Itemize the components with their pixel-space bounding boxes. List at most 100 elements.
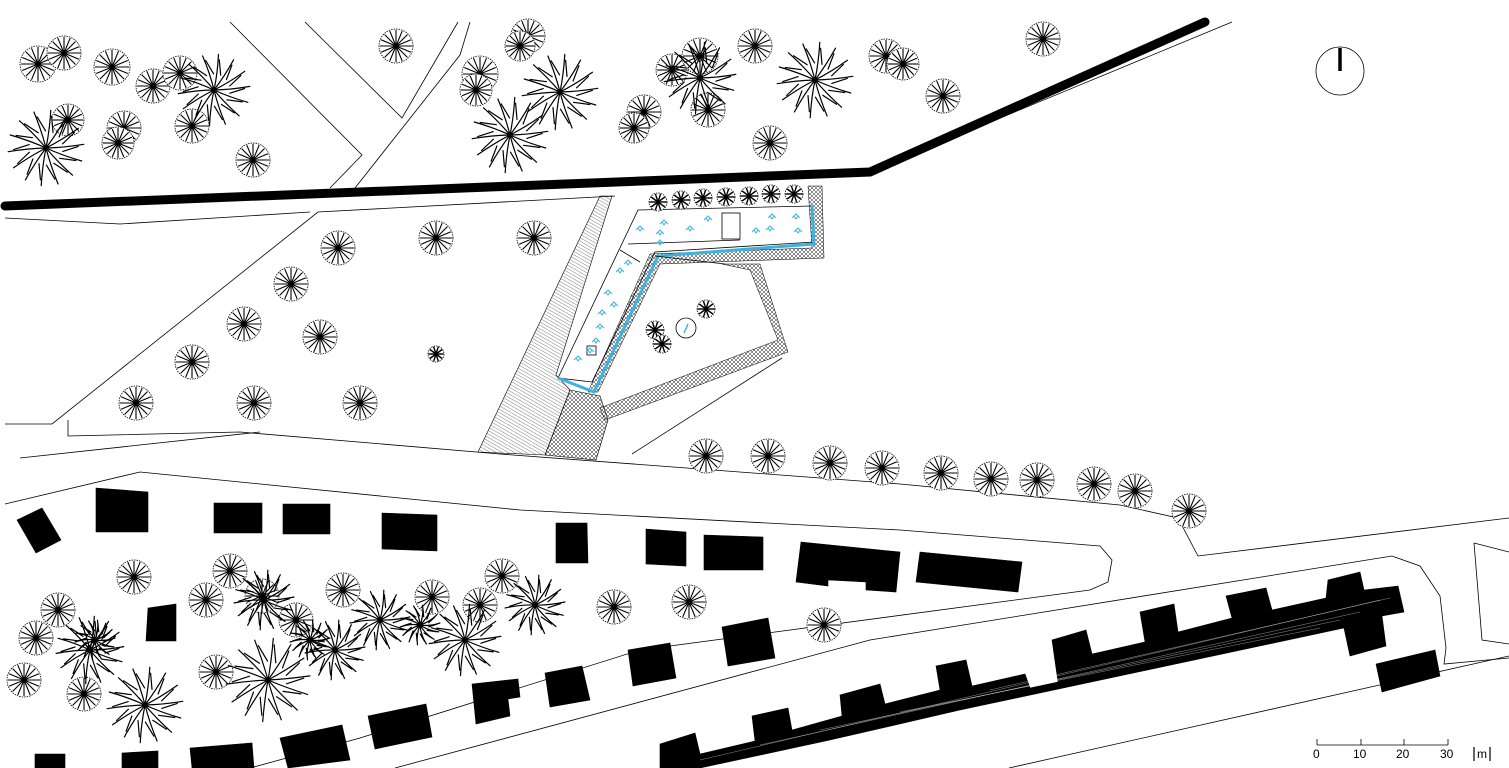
radial-tree-icon: [1019, 462, 1055, 498]
radial-tree-icon: [116, 559, 152, 595]
radial-tree-icon: [516, 220, 552, 256]
radial-tree-icon: [6, 662, 42, 698]
branching-tree-icon: [55, 615, 125, 685]
plant-tuft-icon: [751, 227, 761, 234]
radial-tree-icon: [278, 602, 314, 638]
branching-tree-icon: [304, 619, 366, 681]
radial-tree-icon: [302, 319, 338, 355]
radial-tree-icon: [273, 266, 309, 302]
radial-tree-icon: [784, 184, 804, 204]
radial-tree-icon: [320, 230, 356, 266]
branching-trees: [7, 41, 854, 744]
branching-tree-icon: [74, 619, 116, 661]
radial-tree-icon: [1076, 466, 1112, 502]
plant-tuft-icon: [635, 225, 645, 232]
branching-tree-icon: [663, 41, 737, 115]
radial-tree-icon: [325, 572, 361, 608]
radial-tree-icon: [40, 592, 76, 628]
branching-tree-icon: [225, 637, 311, 723]
radial-tree-icon: [427, 345, 445, 363]
scale-tick-10: 10: [1353, 747, 1367, 761]
radial-tree-icon: [925, 78, 961, 114]
radial-tree-icon: [761, 184, 781, 204]
branching-tree-icon: [7, 109, 85, 187]
radial-tree-icon: [414, 579, 450, 615]
plant-tuft-icon: [615, 267, 625, 274]
garden-plants: [573, 213, 803, 362]
boundary-wall: [0, 17, 1210, 211]
radial-tree-icon: [236, 385, 272, 421]
radial-tree-icon: [212, 553, 248, 589]
plant-tuft-icon: [597, 309, 607, 316]
radial-tree-icon: [1025, 21, 1061, 57]
scale-tick-30: 30: [1440, 747, 1454, 761]
radial-tree-icon: [812, 445, 848, 481]
radial-tree-icon: [188, 582, 224, 618]
central-building: [477, 185, 825, 461]
scale-unit: m: [1477, 747, 1487, 761]
branching-tree-icon: [349, 589, 411, 651]
plant-tuft-icon: [655, 229, 665, 236]
plant-tuft-icon: [703, 215, 713, 222]
plant-tuft-icon: [791, 213, 801, 220]
fountain: [675, 317, 697, 339]
radial-tree-icon: [226, 306, 262, 342]
radial-tree-icon: [973, 461, 1009, 497]
radial-tree-icon: [504, 30, 536, 62]
branching-tree-icon: [177, 53, 251, 127]
plant-tuft-icon: [573, 355, 583, 362]
radial-tree-icon: [737, 28, 773, 64]
radial-tree-icon: [378, 28, 414, 64]
branching-tree-icon: [471, 96, 549, 174]
radial-tree-icon: [118, 385, 154, 421]
radial-tree-icon: [648, 192, 668, 212]
branching-tree-icon: [776, 41, 854, 119]
radial-tree-icon: [652, 334, 672, 354]
branching-tree-icon: [289, 619, 331, 661]
plant-tuft-icon: [595, 323, 605, 330]
radial-tree-icon: [671, 584, 707, 620]
plant-tuft-icon: [609, 301, 619, 308]
radial-tree-icon: [688, 438, 724, 474]
radial-tree-icon: [645, 320, 665, 340]
radial-tree-icon: [174, 344, 210, 380]
plant-tuft-icon: [685, 225, 695, 232]
radial-tree-icon: [596, 589, 632, 625]
radial-tree-icon: [886, 47, 920, 81]
radial-tree-icon: [752, 125, 788, 161]
radial-tree-icon: [459, 73, 493, 107]
north-arrow-icon: [1315, 46, 1365, 96]
radial-tree-icon: [739, 186, 759, 206]
branching-tree-icon: [428, 603, 502, 677]
radial-tree-icon: [66, 676, 102, 712]
radial-tree-icon: [690, 92, 726, 128]
plant-tuft-icon: [591, 337, 601, 344]
radial-tree-icon: [51, 103, 85, 137]
building-footprints: [16, 487, 1441, 768]
radial-tree-icon: [93, 48, 131, 86]
radial-tree-icon: [864, 450, 900, 486]
radial-tree-icon: [418, 220, 454, 256]
radial-tree-icon: [198, 654, 234, 690]
plant-tuft-icon: [655, 239, 665, 246]
plant-tuft-icon: [659, 219, 669, 226]
radial-tree-icon: [1117, 473, 1153, 509]
plant-tuft-icon: [603, 289, 613, 296]
plant-tuft-icon: [585, 347, 595, 354]
branching-tree-icon: [504, 574, 566, 636]
radial-trees: [6, 18, 1207, 712]
plant-tuft-icon: [623, 259, 633, 266]
radial-tree-icon: [235, 142, 271, 178]
radial-tree-icon: [18, 620, 54, 656]
branching-tree-icon: [233, 569, 295, 631]
radial-tree-icon: [806, 607, 842, 643]
branching-tree-icon: [106, 666, 184, 744]
plant-tuft-icon: [767, 213, 777, 220]
radial-tree-icon: [174, 108, 210, 144]
plant-tuft-icon: [793, 227, 803, 234]
radial-tree-icon: [462, 587, 498, 623]
scale-tick-20: 20: [1396, 747, 1410, 761]
radial-tree-icon: [618, 112, 650, 144]
radial-tree-icon: [46, 35, 82, 71]
